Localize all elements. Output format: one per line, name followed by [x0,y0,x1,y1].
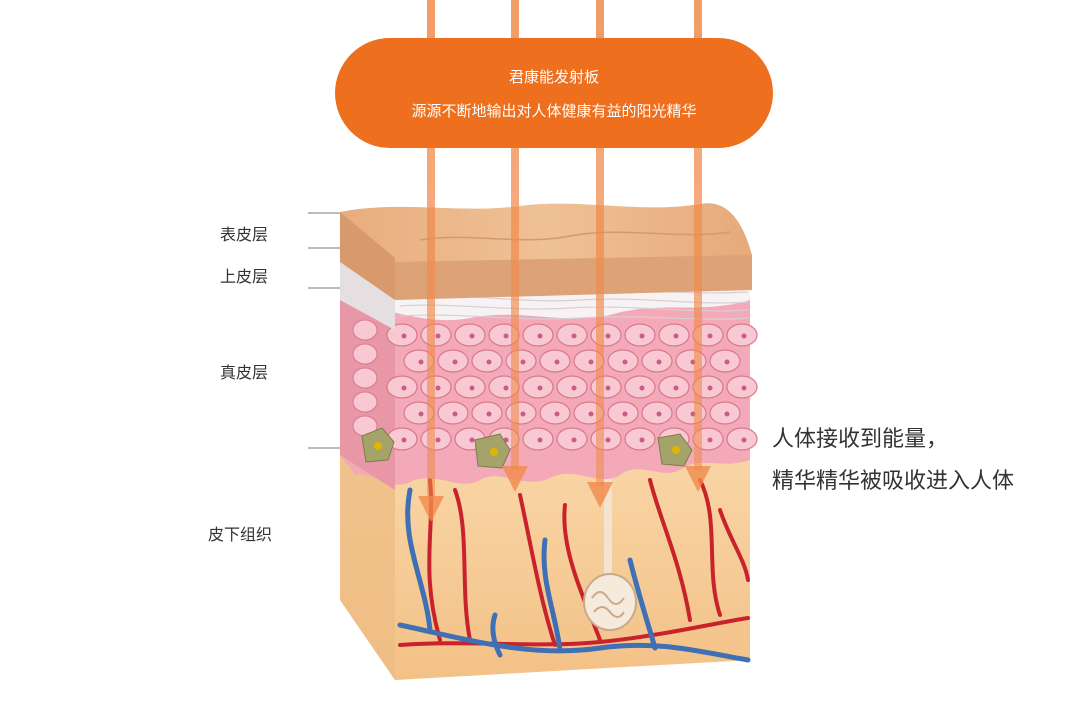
cell-nucleus [537,385,543,391]
epidermis-layer [340,203,752,300]
cell-nucleus [503,333,509,339]
label-dermis: 真皮层 [220,363,268,382]
dermis-cell [352,367,378,389]
cell-nucleus [724,411,730,417]
cell-nucleus [469,333,475,339]
cell-nucleus [469,437,475,443]
light-rays [418,0,711,522]
cell-nucleus [401,385,407,391]
label-upper-dermis: 上皮层 [220,267,268,286]
cell-nucleus [486,359,492,365]
emitter-pill-background [335,38,773,148]
cell-nucleus [673,385,679,391]
cell-nucleus [469,385,475,391]
cell-nucleus [486,411,492,417]
cell-nucleus [605,437,611,443]
cell-nucleus [639,437,645,443]
cell-nucleus [571,333,577,339]
label-subcutaneous: 皮下组织 [208,525,272,544]
cell-nucleus [435,385,441,391]
cell-nucleus [554,359,560,365]
cell-nucleus [418,411,424,417]
cell-nucleus [401,333,407,339]
cell-nucleus [452,359,458,365]
cell-nucleus [707,333,713,339]
cell-nucleus [537,333,543,339]
cell-nucleus [741,333,747,339]
cell-nucleus [605,333,611,339]
light-ray-1 [427,0,435,500]
cell-nucleus [622,411,628,417]
dermis-cells [352,319,758,451]
cell-nucleus [537,437,543,443]
cell-nucleus [571,437,577,443]
emitter-subtitle: 源源不断地输出对人体健康有益的阳光精华 [411,102,696,120]
cell-nucleus [639,333,645,339]
absorption-line-1: 人体接收到能量， [772,427,948,452]
cell-nucleus [605,385,611,391]
artery-vessels [398,478,750,647]
cell-nucleus [418,359,424,365]
cell-nucleus [656,411,662,417]
cell-nucleus [401,437,407,443]
subcutaneous-layer [340,455,751,680]
cell-nucleus [622,359,628,365]
emitter-title: 君康能发射板 [509,68,599,86]
cell-nucleus [571,385,577,391]
cell-nucleus [741,437,747,443]
layer-leader-lines [308,212,340,449]
cell-nucleus [520,411,526,417]
light-ray-2 [511,0,519,470]
cell-nucleus [588,359,594,365]
cell-nucleus [520,359,526,365]
dermis-cell [352,391,378,413]
cell-nucleus [724,359,730,365]
label-epidermis: 表皮层 [220,225,268,244]
melanocyte-cells [361,427,693,469]
emitter-panel: 君康能发射板 源源不断地输出对人体健康有益的阳光精华 [335,38,773,148]
cell-nucleus [673,333,679,339]
cell-nucleus [503,385,509,391]
dermis-cell [352,319,378,341]
cell-nucleus [435,437,441,443]
cell-nucleus [639,385,645,391]
dermis-cell [352,343,378,365]
cell-nucleus [741,385,747,391]
absorption-line-2: 精华精华被吸收进入人体 [772,469,1014,494]
cell-nucleus [707,437,713,443]
light-ray-3 [596,0,604,486]
vein-vessels [397,487,751,663]
cell-nucleus [656,359,662,365]
cell-nucleus [554,411,560,417]
sweat-gland [583,470,637,631]
dermis-layer [340,285,758,490]
cell-nucleus [435,333,441,339]
light-ray-4 [694,0,702,470]
cell-nucleus [588,411,594,417]
cell-nucleus [707,385,713,391]
cell-nucleus [452,411,458,417]
